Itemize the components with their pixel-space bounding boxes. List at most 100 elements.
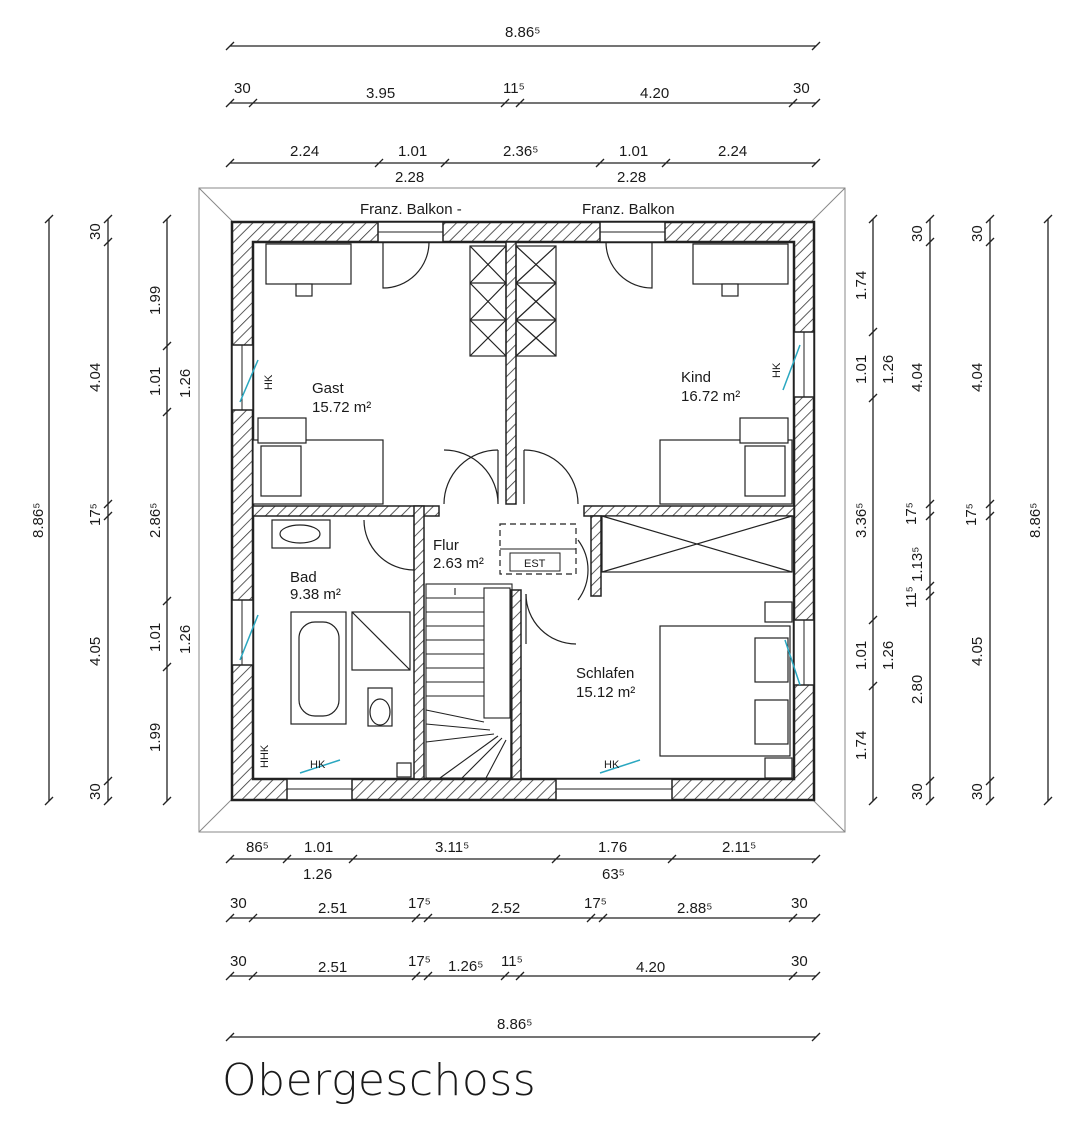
- room-bad-area: 9.38 m²: [290, 586, 341, 603]
- furniture-bad: [271, 519, 412, 778]
- dim-bottom-row2-2: 17⁵: [408, 895, 431, 912]
- dim-right-col2-3: 1.13⁵: [909, 547, 926, 582]
- room-flur-name: Flur: [433, 537, 459, 554]
- dim-left-col3-3: 1.01: [147, 623, 164, 652]
- dim-top-row3-2: 2.36⁵: [503, 143, 538, 160]
- dim-left-col3-1: 1.01: [147, 367, 164, 396]
- dim-right-col2-1: 4.04: [909, 363, 926, 392]
- hk-label-kind: HK: [771, 362, 783, 378]
- dim-top-row3-4: 2.24: [718, 143, 747, 160]
- installation-shafts: [469, 245, 557, 357]
- room-schlafen-name: Schlafen: [576, 665, 634, 682]
- dim-left-col2-0: 30: [87, 223, 104, 240]
- dim-right-col2-4: 11⁵: [903, 586, 920, 608]
- dim-bottom-row3-5: 4.20: [636, 959, 665, 976]
- furniture-gast: [252, 243, 384, 505]
- dim-bottom-row1-0: 86⁵: [246, 839, 269, 856]
- dim-bottom-row3-3: 1.26⁵: [448, 958, 483, 975]
- dim-right-col1-3: 1.01: [853, 641, 870, 670]
- dim-right-overall: 8.86⁵: [1027, 503, 1044, 538]
- dim-right-col1b-1: 1.26: [880, 641, 897, 670]
- room-flur-area: 2.63 m²: [433, 555, 484, 572]
- dim-left-col3b-0: 1.26: [177, 369, 194, 398]
- room-bad-name: Bad: [290, 569, 317, 586]
- room-kind-area: 16.72 m²: [681, 388, 740, 405]
- dim-right-col1-1: 1.01: [853, 355, 870, 384]
- dim-left-col3-2: 2.86⁵: [147, 503, 164, 538]
- dimension-lines: [48, 45, 1049, 1038]
- dim-left-col3-4: 1.99: [147, 723, 164, 752]
- furniture-schlafen: [601, 515, 793, 779]
- dim-top-overall: 8.86⁵: [505, 24, 540, 41]
- heating-markers: [239, 344, 801, 774]
- dim-bottom-row2-3: 2.52: [491, 900, 520, 917]
- dim-right-col2-5: 2.80: [909, 675, 926, 704]
- dim-top-row2-1: 3.95: [366, 85, 395, 102]
- dim-bottom-row2-1: 2.51: [318, 900, 347, 917]
- dim-left-col2-3: 4.05: [87, 637, 104, 666]
- dim-bottom-row2-5: 2.88⁵: [677, 900, 712, 917]
- dim-right-col1-0: 1.74: [853, 271, 870, 300]
- dim-top-row2-4: 30: [793, 80, 810, 97]
- doors: [363, 241, 653, 645]
- dim-top-row3-3: 1.01: [619, 143, 648, 160]
- dim-right-col1b-0: 1.26: [880, 355, 897, 384]
- dim-top-row2-3: 4.20: [640, 85, 669, 102]
- hk-label-schlafen: HK: [604, 759, 620, 771]
- dim-top-row3b-0: 2.28: [395, 169, 424, 186]
- dim-bottom-row1-1: 1.01: [304, 839, 333, 856]
- dim-right-col3-1: 4.04: [969, 363, 986, 392]
- dim-bottom-row2-4: 17⁵: [584, 895, 607, 912]
- dim-right-col2-6: 30: [909, 783, 926, 800]
- dim-top-row3b-1: 2.28: [617, 169, 646, 186]
- balkon-left-label: Franz. Balkon -: [360, 201, 462, 218]
- dimension-ticks: [44, 41, 1053, 1042]
- balkon-right-label: Franz. Balkon: [582, 201, 675, 218]
- dim-top-row3-1: 1.01: [398, 143, 427, 160]
- dim-bottom-overall: 8.86⁵: [497, 1016, 532, 1033]
- dim-left-col2-2: 17⁵: [87, 503, 104, 526]
- dim-right-col2-2: 17⁵: [903, 502, 920, 525]
- dim-top-row2-2: 11⁵: [503, 80, 525, 97]
- dim-right-col2-0: 30: [909, 225, 926, 242]
- room-kind-name: Kind: [681, 369, 711, 386]
- dim-right-col3-0: 30: [969, 225, 986, 242]
- dim-bottom-row3-0: 30: [230, 953, 247, 970]
- dim-left-col3-0: 1.99: [147, 286, 164, 315]
- staircase: [425, 583, 513, 779]
- hhk-label-bad: HHK: [259, 744, 271, 768]
- dim-left-overall: 8.86⁵: [30, 503, 47, 538]
- hk-label-bad: HK: [310, 759, 326, 771]
- dim-left-col3b-1: 1.26: [177, 625, 194, 654]
- dim-right-col1-2: 3.36⁵: [853, 503, 870, 538]
- dim-top-row3-0: 2.24: [290, 143, 319, 160]
- dim-bottom-row2-6: 30: [791, 895, 808, 912]
- dim-bottom-row1-2: 3.11⁵: [435, 839, 469, 856]
- dim-bottom-row1b-0: 1.26: [303, 866, 332, 883]
- dim-right-col3-3: 4.05: [969, 637, 986, 666]
- dim-bottom-row3-1: 2.51: [318, 959, 347, 976]
- furniture-kind: [659, 243, 793, 505]
- room-schlafen-area: 15.12 m²: [576, 684, 635, 701]
- dim-left-col2-1: 4.04: [87, 363, 104, 392]
- dim-bottom-row2-0: 30: [230, 895, 247, 912]
- dim-bottom-row1-3: 1.76: [598, 839, 627, 856]
- hk-label-gast: HK: [263, 374, 275, 390]
- dim-bottom-row3-4: 11⁵: [501, 953, 523, 970]
- dim-left-col2-4: 30: [87, 783, 104, 800]
- dim-bottom-row1-4: 2.11⁵: [722, 839, 756, 856]
- est-inner: [500, 548, 576, 572]
- room-gast-name: Gast: [312, 380, 345, 397]
- dim-bottom-row3-6: 30: [791, 953, 808, 970]
- interior-walls: [252, 241, 795, 780]
- dim-top-row2-0: 30: [234, 80, 251, 97]
- dim-right-col1-4: 1.74: [853, 731, 870, 760]
- dim-bottom-row1b-1: 63⁵: [602, 866, 625, 883]
- page-title: Obergeschoss: [222, 1055, 537, 1106]
- dim-right-col3-4: 30: [969, 783, 986, 800]
- dim-bottom-row3-2: 17⁵: [408, 953, 431, 970]
- est-label: EST: [524, 558, 546, 570]
- room-gast-area: 15.72 m²: [312, 399, 371, 416]
- dim-right-col3-2: 17⁵: [963, 503, 980, 526]
